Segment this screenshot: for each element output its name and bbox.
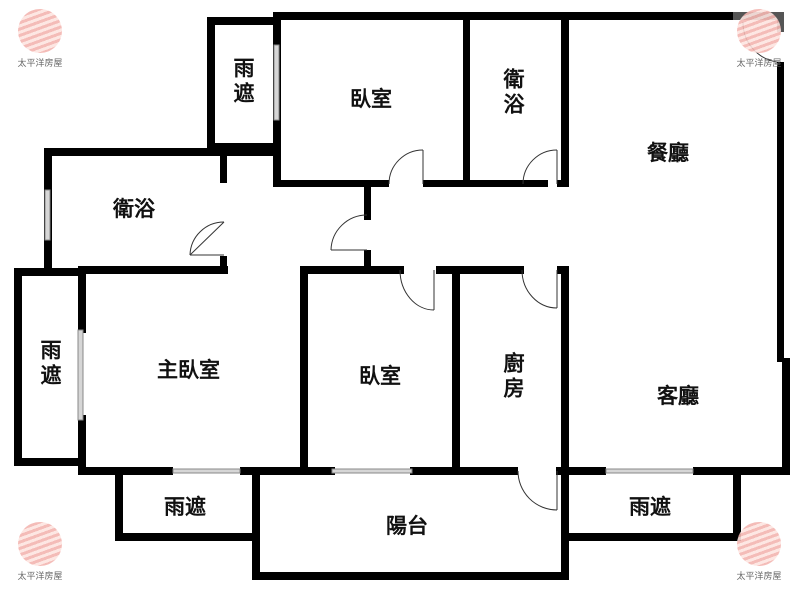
watermark-text: 太平洋房屋 (17, 59, 63, 69)
room-label-bedroom-top: 臥室 (350, 87, 392, 111)
room-label-rain-shelter-top: 雨遮 (231, 57, 255, 107)
watermark-logo-icon (737, 522, 781, 566)
room-label-rain-shelter-left: 雨遮 (38, 339, 62, 389)
room-label-bathroom-top: 衛浴 (501, 68, 525, 118)
walls (14, 12, 790, 580)
windows (44, 44, 694, 474)
room-label-bathroom-left: 衛浴 (113, 197, 155, 221)
room-label-kitchen: 廚房 (501, 352, 525, 402)
room-label-master-bedroom: 主臥室 (157, 358, 220, 382)
watermark-bottom-right: 太平洋房屋 (724, 518, 794, 588)
watermark-text: 太平洋房屋 (17, 572, 63, 582)
watermark-top-right: 太平洋房屋 (724, 5, 794, 75)
room-label-rain-shelter-bottom-left: 雨遮 (164, 495, 206, 519)
watermark-logo-icon (18, 9, 62, 53)
room-label-dining-room: 餐廳 (647, 141, 689, 165)
watermark-top-left: 太平洋房屋 (5, 5, 75, 75)
watermark-bottom-left: 太平洋房屋 (5, 518, 75, 588)
room-label-bedroom-middle: 臥室 (359, 364, 401, 388)
room-label-living-room: 客廳 (657, 384, 699, 408)
room-label-balcony: 陽台 (386, 514, 428, 538)
watermark-text: 太平洋房屋 (736, 59, 782, 69)
room-label-rain-shelter-bottom-right: 雨遮 (629, 495, 671, 519)
watermark-logo-icon (18, 522, 62, 566)
watermark-text: 太平洋房屋 (736, 572, 782, 582)
watermark-logo-icon (737, 9, 781, 53)
wall-corner-right (777, 12, 784, 32)
